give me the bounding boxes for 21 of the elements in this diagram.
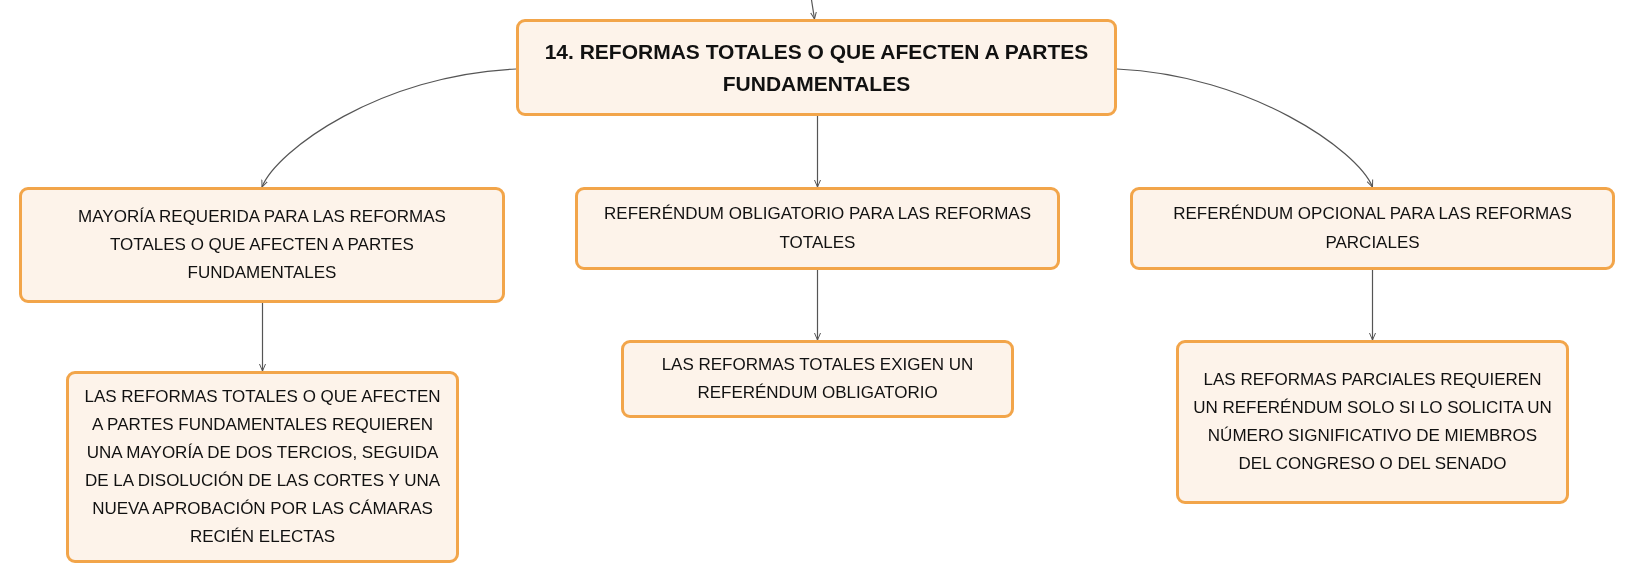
concept-box <box>66 371 459 563</box>
concept-text: REFERÉNDUM OPCIONAL PARA LAS REFORMAS PARCIALES <box>1172 203 1573 254</box>
connector-arrow <box>261 68 517 188</box>
connector-arrow <box>809 0 817 20</box>
concept-text: REFERÉNDUM OBLIGATORIO PARA LAS REFORMAS TOTALES <box>603 203 1032 254</box>
concept-box <box>621 340 1014 418</box>
concept-box <box>19 187 505 303</box>
concept-box <box>516 19 1117 116</box>
concept-text: MAYORÍA REQUERIDA PARA LAS REFORMAS TOTALES O QUE AFECTEN A PARTES FUNDAMENTALES <box>77 205 447 284</box>
concept-box <box>575 187 1060 270</box>
concept-text: LAS REFORMAS TOTALES EXIGEN UN REFERÉNDUM OBLIGATORIO <box>660 353 975 404</box>
connector-arrow <box>1116 68 1374 188</box>
connector-arrow <box>259 302 266 372</box>
concept-text: LAS REFORMAS TOTALES O QUE AFECTEN A PARTES FUNDAMENTALES REQUIEREN UNA MAYORÍA DE DOS TERCIOS, SEGUIDA DE LA DISOLUCIÓN DE LAS CORTES Y UNA NUEVA APROBACIÓN POR LAS CÁMARAS RECIÉN ELECTAS <box>83 385 442 549</box>
concept-text: 14. REFORMAS TOTALES O QUE AFECTEN A PARTES FUNDAMENTALES <box>543 39 1090 97</box>
concept-box <box>1130 187 1615 270</box>
connector-arrow <box>1369 269 1376 341</box>
concept-text: LAS REFORMAS PARCIALES REQUIEREN UN REFERÉNDUM SOLO SI LO SOLICITA UN NÚMERO SIGNIFICATIVO DE MIEMBROS DEL CONGRESO O DEL SENADO <box>1192 368 1553 476</box>
concept-box <box>1176 340 1569 504</box>
connector-arrow <box>814 269 821 341</box>
connector-arrow <box>814 115 821 188</box>
